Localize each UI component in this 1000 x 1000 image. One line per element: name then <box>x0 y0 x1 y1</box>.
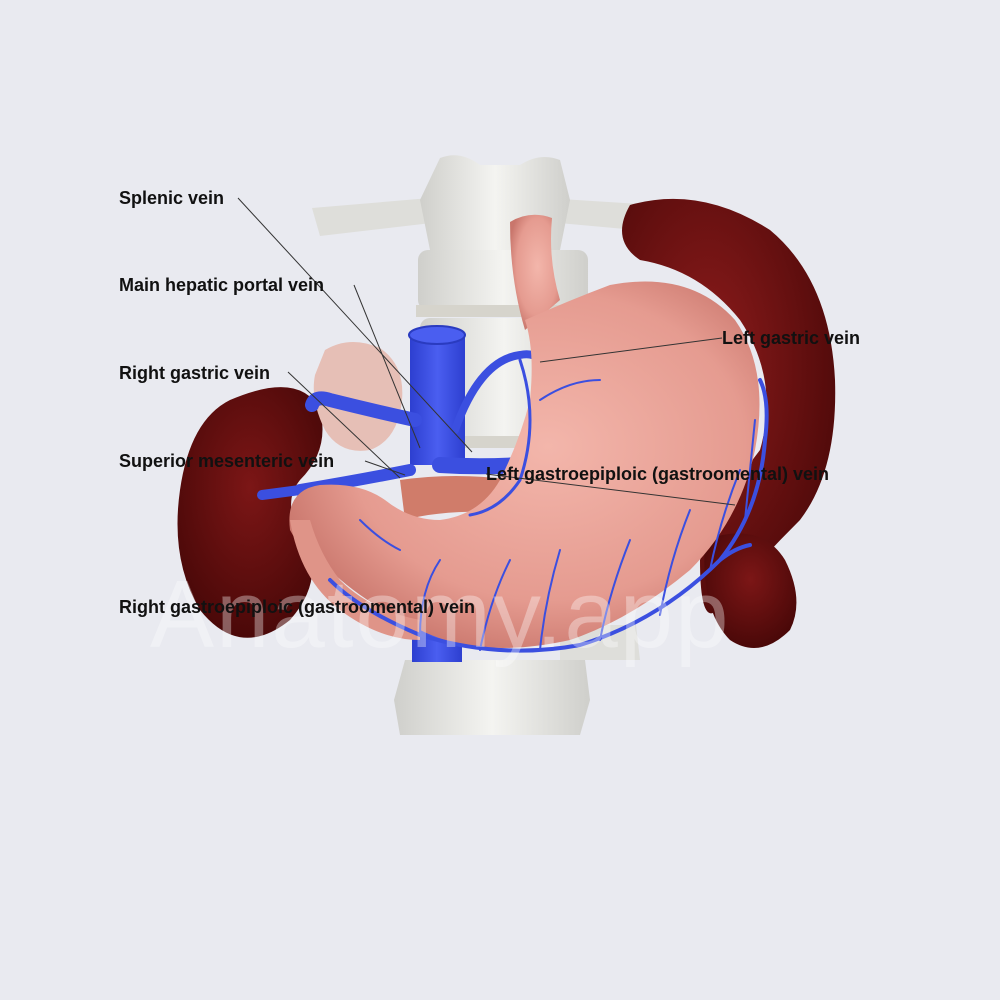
leader-left-gastric-vein <box>539 337 723 363</box>
portal-vein-opening <box>408 325 466 345</box>
vertebra-lower <box>394 660 590 735</box>
watermark: Anatomy.app <box>150 561 731 668</box>
vessel-branch-9 <box>539 379 601 401</box>
vessel-branch-2 <box>479 559 511 651</box>
vessel-branch-4 <box>599 539 631 641</box>
label-splenic-vein: Splenic vein <box>119 188 225 208</box>
vessel-branch-5 <box>659 509 691 616</box>
kidney-vein <box>257 485 305 500</box>
label-right-gastroepiploic-vein: Right gastroepiploic (gastroomental) vei… <box>119 597 476 617</box>
esophagus <box>510 214 560 330</box>
portal-vein-trunk <box>410 335 465 465</box>
left-kidney <box>704 533 797 648</box>
leader-superior-mesenteric-vein <box>364 460 406 476</box>
right-gastric-branch <box>305 391 422 427</box>
vertebral-body-1 <box>418 250 588 310</box>
leader-portal-vein <box>353 284 421 449</box>
label-right-gastric-vein: Right gastric vein <box>119 363 271 383</box>
spleen <box>622 198 836 614</box>
label-left-gastric-vein: Left gastric vein <box>722 328 861 348</box>
label-main-hepatic-portal-vein: Main hepatic portal vein <box>119 275 325 295</box>
vessel-branch-6 <box>709 469 741 571</box>
label-left-gastroepiploic-vein: Left gastroepiploic (gastroomental) vein <box>486 464 830 484</box>
lesser-curvature-vessel <box>468 358 532 517</box>
leader-splenic-vein <box>237 197 473 453</box>
transverse-process-left <box>312 198 440 236</box>
vessel-branch-8 <box>359 519 401 551</box>
gastroepiploic-arcade <box>328 378 769 653</box>
liver-lobe <box>313 341 403 451</box>
vessel-branch-1 <box>419 559 441 636</box>
gastric-vessel-network <box>328 358 769 653</box>
vessel-branch-7 <box>744 419 756 521</box>
leader-lines <box>237 197 736 506</box>
leader-left-gastroepiploic-vein <box>485 473 736 506</box>
vessel-branch-3 <box>539 549 561 651</box>
left-gastroepiploic-vessel <box>718 543 752 562</box>
right-kidney <box>177 387 323 638</box>
label-superior-mesenteric-vein: Superior mesenteric vein <box>119 451 335 471</box>
leader-right-gastric-vein <box>287 371 401 479</box>
